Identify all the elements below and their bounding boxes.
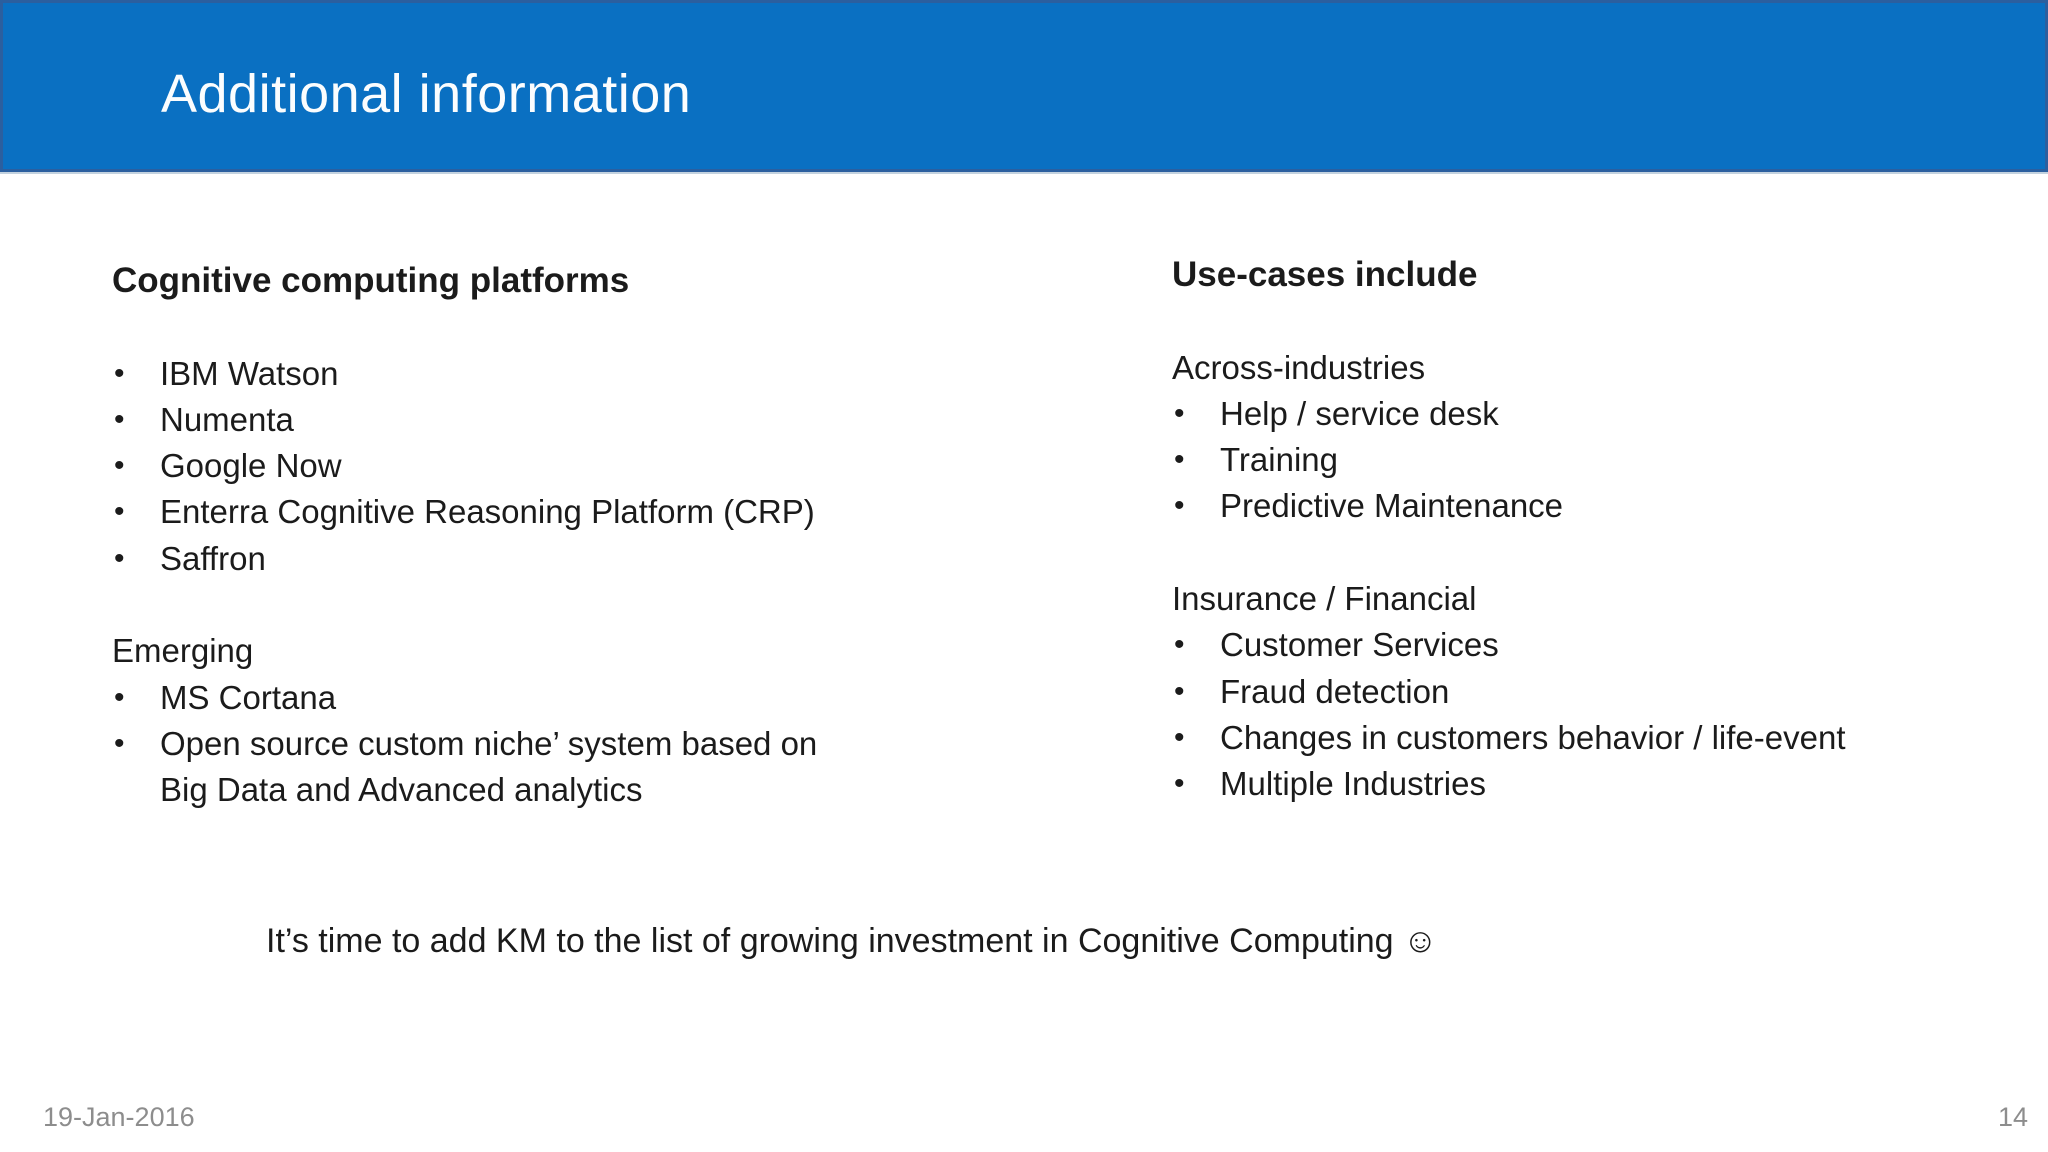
list-item: • Changes in customers behavior / life-e… [1172, 715, 2042, 761]
right-column: Use-cases include Across-industries • He… [1172, 252, 2042, 808]
bullet-marker: • [1174, 396, 1185, 430]
section-label-insurance-financial: Insurance / Financial [1172, 580, 1477, 618]
left-column: Cognitive computing platforms • IBM Wats… [112, 258, 942, 814]
emerging-list: • MS Cortana • Open source custom niche’… [112, 675, 942, 814]
list-item-label: Changes in customers behavior / life-eve… [1220, 718, 1846, 756]
list-item-label: Saffron [160, 539, 266, 577]
platforms-list: • IBM Watson • Numenta • Google Now • En… [112, 351, 942, 582]
bullet-marker: • [114, 449, 125, 483]
bullet-marker: • [1174, 628, 1185, 662]
section-label-across-industries: Across-industries [1172, 348, 1426, 386]
list-item-label: Open source custom niche’ system based o… [160, 724, 818, 809]
list-item-label: Google Now [160, 447, 342, 485]
insurance-financial-list: • Customer Services • Fraud detection • … [1172, 622, 2042, 807]
list-item-label: IBM Watson [160, 354, 339, 392]
bullet-marker: • [1174, 767, 1185, 801]
list-item: • Saffron [112, 536, 942, 582]
list-item: • Help / service desk [1172, 391, 2042, 437]
list-item: • MS Cortana [112, 675, 942, 721]
bullet-marker: • [1174, 720, 1185, 754]
bullet-marker: • [114, 541, 125, 575]
page-title: Additional information [161, 64, 692, 124]
bullet-marker: • [1174, 443, 1185, 477]
list-item-label: Numenta [160, 400, 294, 438]
list-item-label: Enterra Cognitive Reasoning Platform (CR… [160, 493, 815, 531]
list-item-label: MS Cortana [160, 678, 337, 716]
spacer [112, 304, 942, 350]
list-item: • Predictive Maintenance [1172, 483, 2042, 529]
bullet-marker: • [114, 680, 125, 714]
across-industries-list: • Help / service desk • Training • Predi… [1172, 391, 2042, 530]
right-column-heading: Use-cases include [1172, 255, 1478, 294]
bullet-marker: • [114, 356, 125, 390]
list-item: • IBM Watson [112, 351, 942, 397]
list-item: • Enterra Cognitive Reasoning Platform (… [112, 489, 942, 535]
closing-statement: It’s time to add KM to the list of growi… [266, 922, 1438, 960]
list-item: • Open source custom niche’ system based… [112, 721, 942, 814]
list-item-label: Help / service desk [1220, 394, 1499, 432]
spacer [1172, 298, 2042, 344]
bullet-marker: • [1174, 489, 1185, 523]
list-item: • Customer Services [1172, 622, 2042, 668]
list-item: • Numenta [112, 397, 942, 443]
list-item-label: Predictive Maintenance [1220, 487, 1564, 525]
list-item: • Training [1172, 437, 2042, 483]
list-item-label: Multiple Industries [1220, 765, 1486, 803]
list-item-label: Customer Services [1220, 626, 1499, 664]
list-item-label: Fraud detection [1220, 672, 1450, 710]
list-item: • Multiple Industries [1172, 761, 2042, 807]
footer-date: 19-Jan-2016 [43, 1102, 195, 1132]
bullet-marker: • [114, 726, 125, 760]
list-item-label: Training [1220, 441, 1338, 479]
bullet-marker: • [1174, 674, 1185, 708]
bullet-marker: • [114, 402, 125, 436]
header-bar: Additional information [0, 0, 2048, 172]
spacer [1172, 530, 2042, 576]
page-number: 14 [1997, 1102, 2028, 1132]
spacer [112, 582, 942, 628]
list-item: • Google Now [112, 443, 942, 489]
list-item: • Fraud detection [1172, 669, 2042, 715]
bullet-marker: • [114, 495, 125, 529]
left-column-heading: Cognitive computing platforms [112, 261, 630, 300]
left-column-subheading: Emerging [112, 632, 254, 670]
